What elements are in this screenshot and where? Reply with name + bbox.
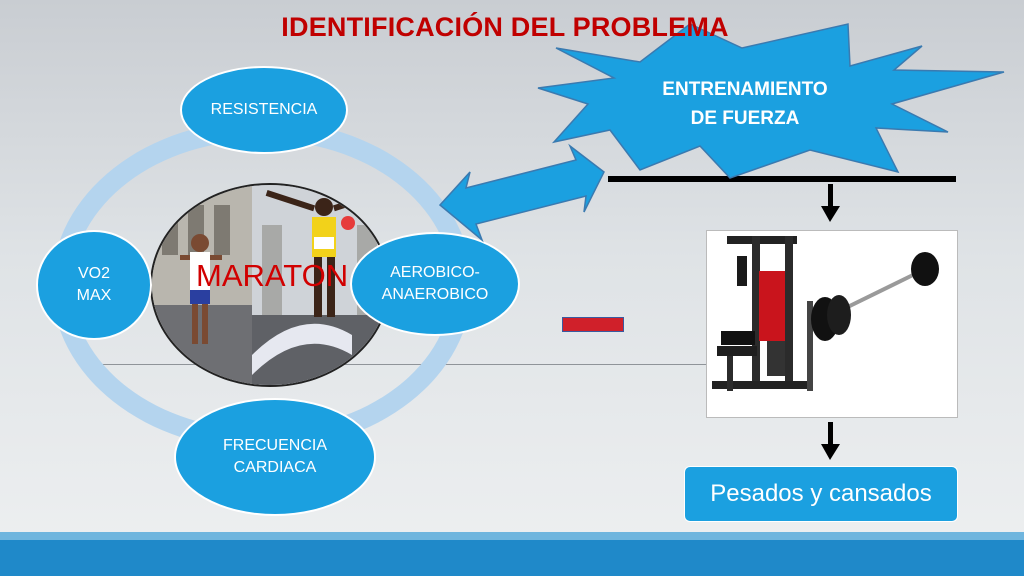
arrow-down-icon [821,206,840,222]
node-aerobico-anaerobico: AEROBICO- ANAEROBICO [350,232,520,336]
node-frecuencia-cardiaca: FRECUENCIA CARDIACA [174,398,376,516]
node-vo2-max: VO2 MAX [36,230,152,340]
horizontal-bar [608,176,956,182]
arrow-down-icon [821,444,840,460]
footer-stripe [0,532,1024,540]
gym-equipment-image [706,230,958,418]
double-arrow [438,143,605,243]
starburst-label: ENTRENAMIENTO DE FUERZA [662,79,828,130]
page-title: IDENTIFICACIÓN DEL PROBLEMA [281,12,729,42]
minus-sign [562,317,624,332]
node-resistencia: RESISTENCIA [180,66,348,154]
center-label: MARATON [196,258,349,293]
divider-line [100,364,800,365]
footer-bar [0,540,1024,576]
result-box: Pesados y cansados [684,466,958,522]
gym-equipment-illustration [712,236,939,391]
